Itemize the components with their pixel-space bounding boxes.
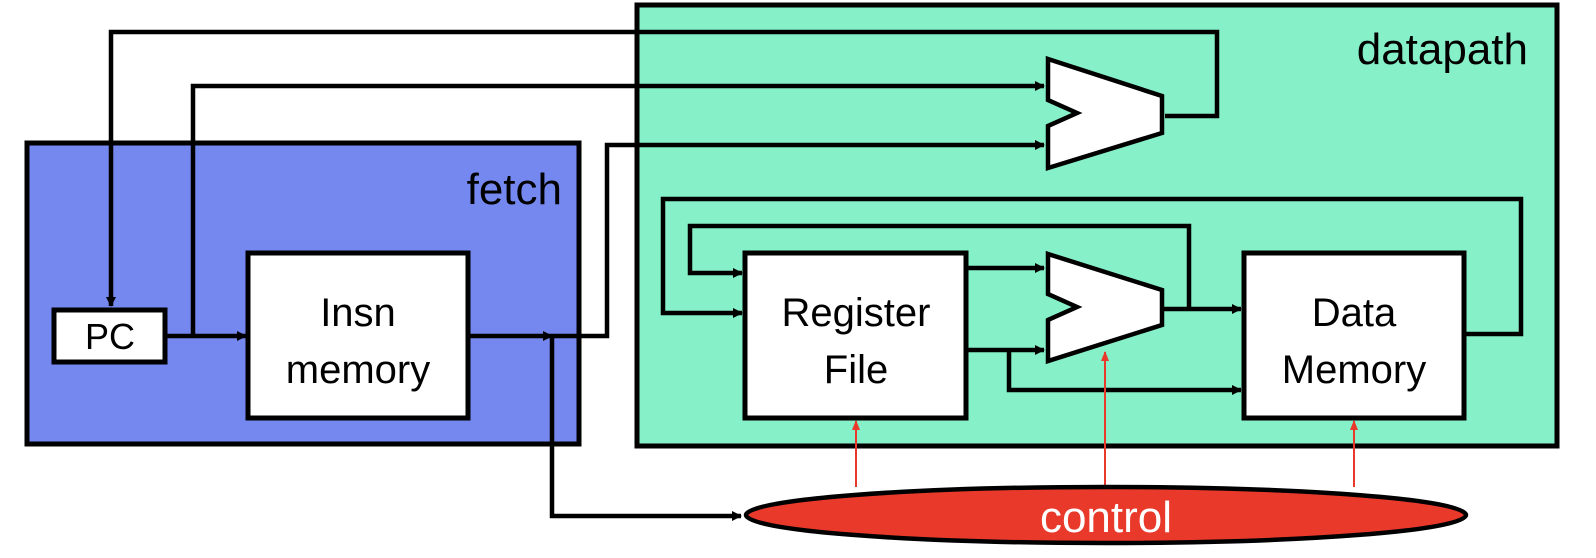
data-memory-label-line1: Data [1312, 291, 1397, 335]
register-file-label-line1: Register [782, 291, 931, 335]
wires [106, 29, 1524, 521]
data-memory-block [1241, 250, 1467, 421]
data-memory-label-line2: Memory [1282, 348, 1426, 392]
register-file-label-line2: File [824, 348, 888, 392]
register-file-block [742, 250, 969, 421]
pc-label: PC [85, 316, 135, 357]
control-wires [852, 351, 1358, 487]
main-alu [1045, 250, 1165, 365]
datapath-label: datapath [1357, 25, 1528, 74]
control-unit [743, 484, 1469, 546]
fetch-label: fetch [467, 165, 562, 214]
insn-memory-label-line2: memory [286, 348, 430, 392]
top-adder [1045, 55, 1165, 172]
pc-register [51, 307, 168, 365]
insn-memory-label-line1: Insn [320, 291, 396, 335]
insn-memory-block [245, 250, 471, 421]
control-label: control [1040, 493, 1172, 542]
